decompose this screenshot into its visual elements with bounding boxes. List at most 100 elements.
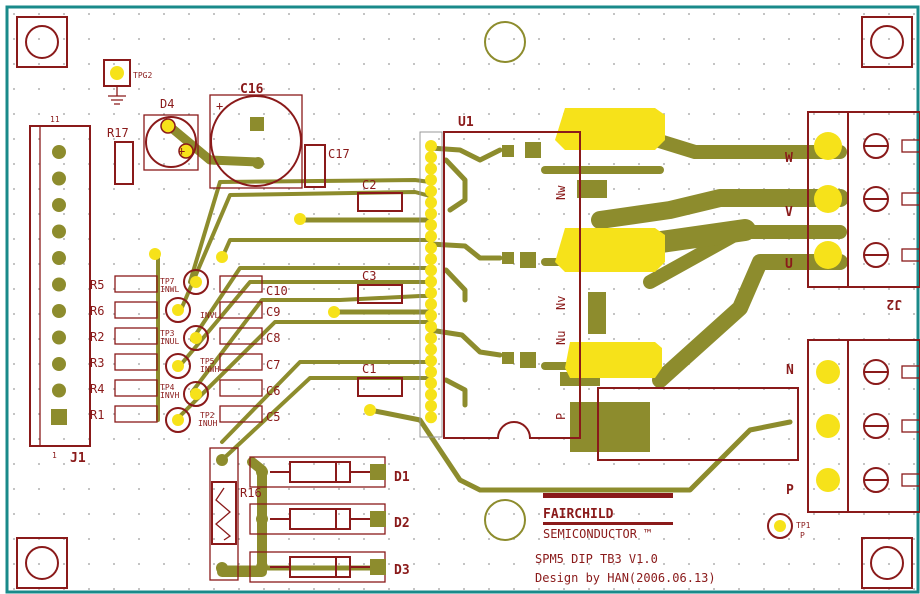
r3-label: R3 — [90, 356, 104, 370]
u1-pin — [425, 320, 437, 333]
grid-dot — [13, 238, 15, 240]
grid-dot — [463, 238, 465, 240]
grid-dot — [163, 563, 165, 565]
grid-dot — [313, 138, 315, 140]
c8-label: C8 — [266, 331, 280, 345]
grid-dot — [488, 338, 490, 340]
grid-dot — [463, 513, 465, 515]
grid-dot — [713, 288, 715, 290]
grid-dot — [638, 163, 640, 165]
j1-pin — [52, 357, 66, 371]
grid-dot — [813, 138, 815, 140]
grid-dot — [813, 563, 815, 565]
grid-dot — [113, 463, 115, 465]
grid-dot — [813, 163, 815, 165]
grid-dot — [288, 588, 290, 590]
grid-dot — [888, 138, 890, 140]
grid-dot — [213, 463, 215, 465]
grid-dot — [888, 288, 890, 290]
grid-dot — [688, 563, 690, 565]
grid-dot — [88, 113, 90, 115]
grid-dot — [863, 88, 865, 90]
grid-dot — [413, 338, 415, 340]
grid-dot — [263, 63, 265, 65]
grid-dot — [313, 13, 315, 15]
grid-dot — [463, 13, 465, 15]
grid-dot — [113, 588, 115, 590]
grid-dot — [488, 163, 490, 165]
w-label: W — [785, 151, 793, 166]
c1-label: C1 — [362, 362, 376, 376]
grid-dot — [913, 263, 915, 265]
grid-dot — [238, 88, 240, 90]
grid-dot — [663, 338, 665, 340]
grid-dot — [163, 188, 165, 190]
grid-dot — [263, 138, 265, 140]
grid-dot — [188, 338, 190, 340]
grid-dot — [813, 463, 815, 465]
grid-dot — [388, 38, 390, 40]
grid-dot — [338, 513, 340, 515]
resistor-r17: R17 — [107, 126, 134, 185]
nu-label: Nu — [554, 331, 568, 345]
grid-dot — [488, 538, 490, 540]
diode-d2: D2 — [249, 503, 410, 535]
u1-pin — [425, 140, 437, 152]
grid-dot — [463, 213, 465, 215]
grid-dot — [588, 513, 590, 515]
grid-dot — [438, 13, 440, 15]
grid-dot — [363, 563, 365, 565]
grid-dot — [163, 163, 165, 165]
brand-sub-text: SEMICONDUCTOR ™ — [543, 527, 651, 541]
v-label: V — [785, 205, 793, 220]
grid-dot — [488, 188, 490, 190]
grid-dot — [713, 563, 715, 565]
grid-dot — [563, 163, 565, 165]
grid-dot — [388, 463, 390, 465]
grid-dot — [363, 338, 365, 340]
u1-pin — [425, 196, 437, 209]
grid-dot — [313, 113, 315, 115]
grid-dot — [488, 113, 490, 115]
grid-dot — [863, 238, 865, 240]
grid-dot — [538, 538, 540, 540]
tp4-label: TP4 — [160, 383, 175, 392]
tp1-sub-label: P — [800, 531, 805, 540]
grid-dot — [63, 438, 65, 440]
grid-dot — [638, 313, 640, 315]
grid-dot — [763, 338, 765, 340]
grid-dot — [738, 263, 740, 265]
grid-dot — [113, 113, 115, 115]
grid-dot — [763, 563, 765, 565]
grid-dot — [838, 488, 840, 490]
grid-dot — [738, 513, 740, 515]
connector-j1: 11 1 J1 — [29, 115, 91, 466]
grid-dot — [363, 413, 365, 415]
grid-dot — [688, 513, 690, 515]
grid-dot — [763, 313, 765, 315]
grid-dot — [63, 163, 65, 165]
grid-dot — [363, 463, 365, 465]
grid-dot — [663, 438, 665, 440]
grid-dot — [313, 63, 315, 65]
grid-dot — [63, 63, 65, 65]
power-pads — [502, 108, 665, 378]
grid-dot — [838, 313, 840, 315]
grid-dot — [288, 38, 290, 40]
grid-dot — [788, 88, 790, 90]
grid-dot — [588, 588, 590, 590]
grid-dot — [263, 288, 265, 290]
grid-dot — [663, 288, 665, 290]
grid-dot — [538, 138, 540, 140]
grid-dot — [688, 588, 690, 590]
grid-dot — [638, 463, 640, 465]
svg-text:+: + — [178, 144, 185, 158]
mounting-hole-top-left — [16, 16, 68, 68]
grid-dot — [388, 438, 390, 440]
tpg2-label: TPG2 — [133, 71, 152, 80]
grid-dot — [313, 463, 315, 465]
grid-dot — [438, 313, 440, 315]
grid-dot — [338, 588, 340, 590]
grid-dot — [738, 463, 740, 465]
grid-dot — [913, 188, 915, 190]
